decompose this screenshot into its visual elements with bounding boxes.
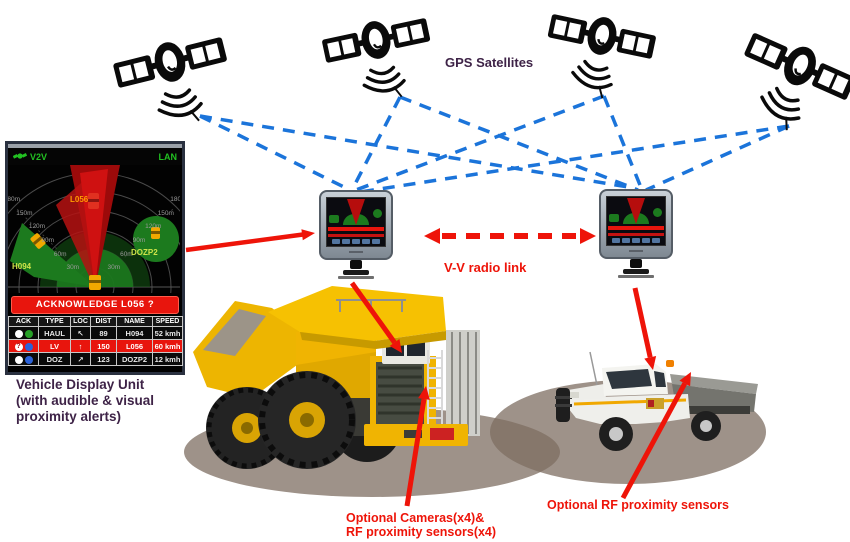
radar-target-label-left: H094 — [12, 262, 32, 271]
vdu-cell-dist: 150 — [90, 339, 117, 353]
lan-status: LAN — [158, 151, 178, 162]
display-unit-mount — [319, 260, 393, 279]
pickup-truck — [555, 351, 758, 451]
vdu-cell-dist: 123 — [90, 352, 117, 366]
vdu-cell-speed: 60 kmh — [152, 339, 183, 353]
device-brand-mark — [629, 250, 643, 252]
optional-cameras-label: Optional Cameras(x4)& RF proximity senso… — [346, 511, 497, 539]
vdu-column-header: TYPE — [38, 316, 71, 327]
radar-target-label-main: L056 — [70, 195, 89, 204]
gps-satellites-label: GPS Satellites — [445, 55, 534, 70]
screen-buttons[interactable] — [609, 238, 663, 243]
gps-satellite-icon — [109, 27, 242, 140]
v2v-label: V2V — [30, 151, 48, 162]
radar-range-label: 180m — [8, 195, 21, 203]
gps-satellite-icon — [318, 8, 443, 113]
ground-shadow-haul — [184, 407, 560, 497]
vdu-bottom-strip — [8, 366, 182, 372]
own-vehicle-marker — [89, 275, 101, 290]
gps-link-lines — [199, 94, 790, 194]
ack-indicator-icon[interactable]: ? — [14, 342, 23, 351]
vdu-cell-name: DOZP2 — [116, 352, 153, 366]
gps-satellite-icon — [535, 4, 660, 109]
vdu-column-header: ACK — [8, 316, 39, 327]
radar-range-label: 60m — [53, 250, 67, 258]
vdu-cell-dist: 89 — [90, 326, 117, 340]
optional-rf-label: Optional RF proximity sensors — [547, 498, 729, 512]
vehicle-type-icon — [24, 329, 33, 338]
radar-range-label: 150m — [16, 209, 33, 217]
vdu-caption: Vehicle Display Unit (with audible & vis… — [16, 377, 155, 424]
radar-range-label: 90m — [41, 236, 55, 244]
vdu-status-bar: V2V LAN — [8, 148, 182, 165]
ack-indicator-icon[interactable] — [14, 355, 23, 364]
gps-satellite-icon — [721, 23, 850, 149]
vdu-cell-loc: ↑ — [70, 339, 91, 353]
vdu-column-header: NAME — [116, 316, 153, 327]
vehicle-marker-l056 — [88, 193, 99, 209]
device-brand-mark — [349, 251, 363, 253]
vv-radio-link-label: V-V radio link — [444, 260, 527, 275]
radar-range-label: 30m — [66, 264, 80, 272]
vdu-cell-speed: 52 kmh — [152, 326, 183, 340]
radar-target-label-right: DOZP2 — [131, 248, 158, 257]
ack-indicator-icon[interactable] — [14, 329, 23, 338]
display-unit-bezel — [599, 189, 673, 259]
vdu-top-strip — [8, 144, 182, 148]
vdu-column-header: SPEED — [152, 316, 183, 327]
vdu-cell-name: L056 — [116, 339, 153, 353]
vdu-cell-name: H094 — [116, 326, 153, 340]
screen-buttons[interactable] — [329, 239, 383, 244]
acknowledge-banner[interactable]: ACKNOWLEDGE L056 ? — [11, 296, 179, 314]
display-unit-right — [599, 189, 673, 278]
display-unit-screen — [326, 197, 386, 247]
vehicle-marker-dozp2 — [151, 227, 160, 239]
vdu-cell-type: HAUL — [38, 326, 71, 340]
ground-shadow-pickup — [490, 380, 766, 484]
radar-range-label: 30m — [107, 264, 121, 272]
radar-range-label: 150m — [157, 209, 174, 217]
vdu-cell-loc: ↖ — [70, 326, 91, 340]
display-unit-left — [319, 190, 393, 279]
v2v-satellite-icon — [13, 153, 27, 159]
display-unit-mount — [599, 259, 673, 278]
radar-range-label: 180m — [170, 195, 180, 203]
radar-range-label: 60m — [120, 250, 133, 258]
vdu-column-header: LOC — [70, 316, 91, 327]
proximity-radar: 30m 30m 60m 60m 90m 90m 120m 120m 150m 150m 180m 18… — [8, 165, 180, 293]
vehicle-display-unit-panel: V2V LAN — [5, 141, 185, 375]
vehicle-marker-h094 — [30, 233, 46, 249]
vdu-column-header: DIST — [90, 316, 117, 327]
vdu-cell-type: LV — [38, 339, 71, 353]
vehicle-type-icon — [24, 342, 33, 351]
radar-range-label: 90m — [132, 236, 146, 244]
vdu-cell-loc: ↗ — [70, 352, 91, 366]
radar-range-label: 120m — [28, 223, 46, 231]
beacon-light — [666, 360, 674, 367]
display-unit-screen — [606, 196, 666, 246]
vdu-cell-type: DOZ — [38, 352, 71, 366]
vehicle-type-icon — [24, 355, 33, 364]
display-unit-bezel — [319, 190, 393, 260]
haul-truck — [193, 286, 480, 469]
radar-range-label: 120m — [145, 223, 162, 231]
vdu-cell-speed: 12 kmh — [152, 352, 183, 366]
v2v-status: V2V — [13, 151, 47, 162]
